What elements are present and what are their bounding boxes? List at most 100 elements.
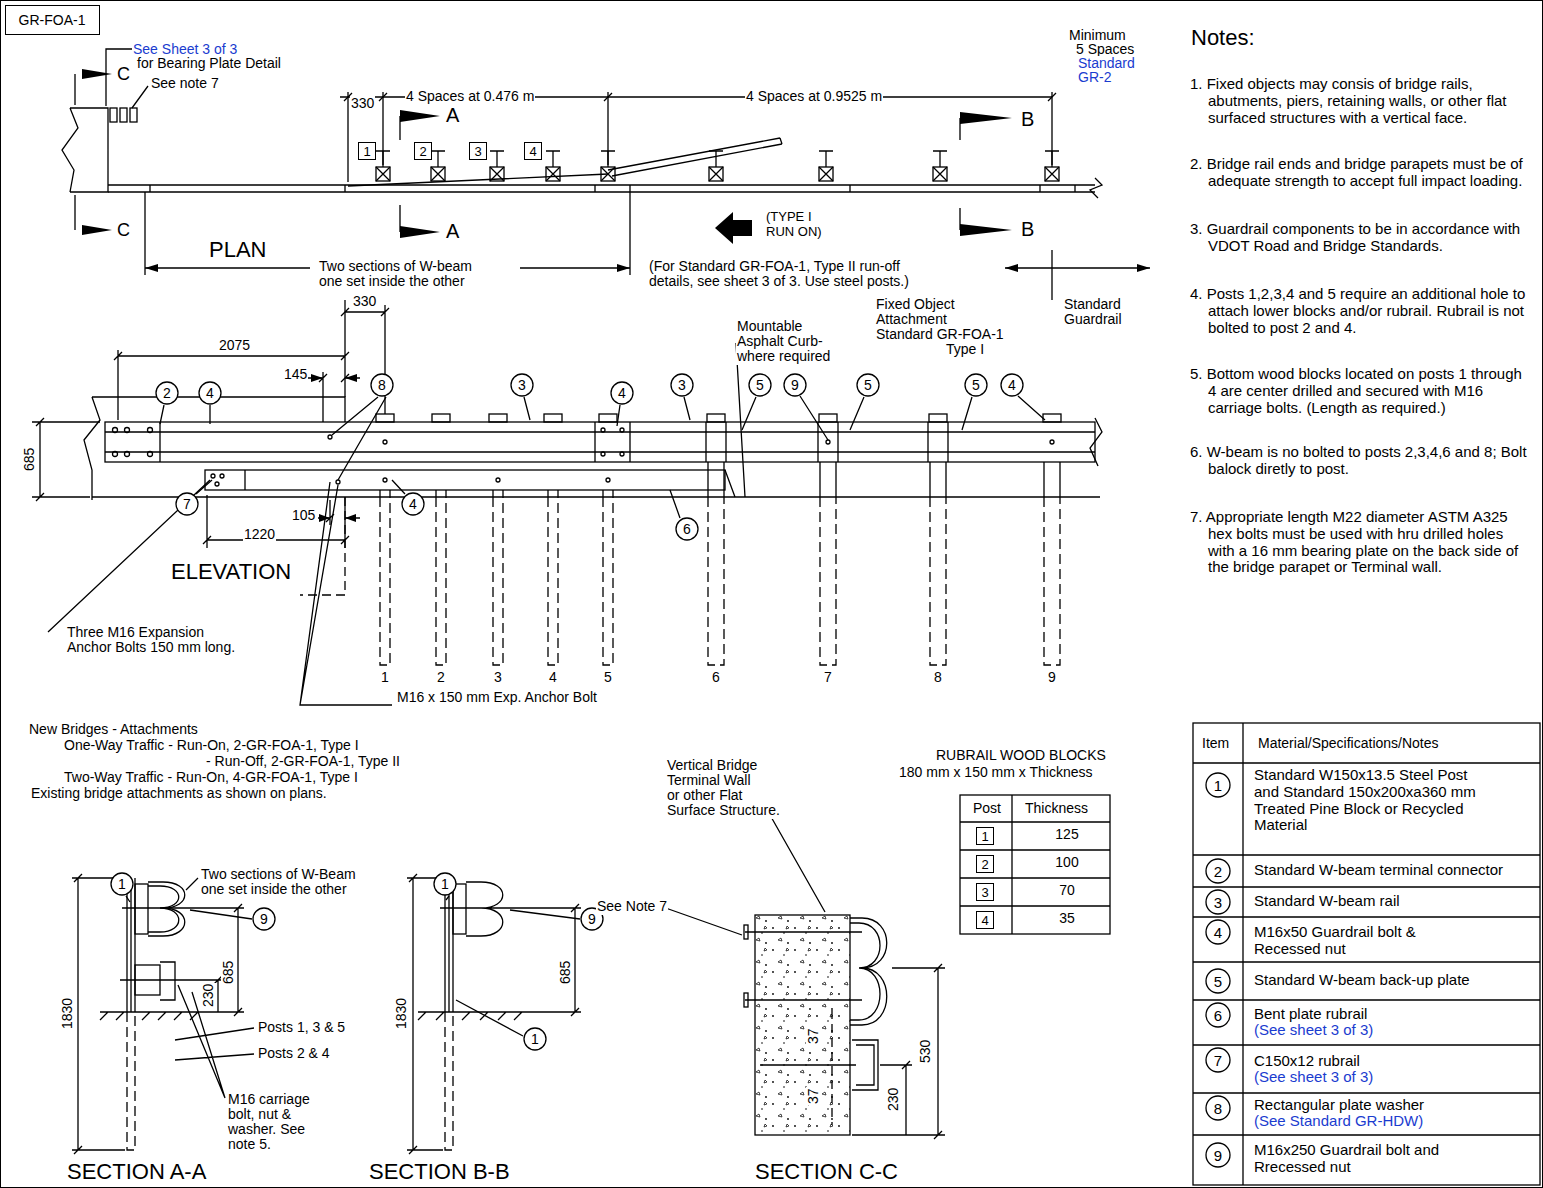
drawing-label: Thickness <box>1024 801 1089 817</box>
callout-number: 1 <box>1214 778 1222 793</box>
drawing-label: 2075 <box>218 338 251 354</box>
callout-circle: 5 <box>964 373 988 397</box>
drawing-label: 4 <box>548 670 558 686</box>
drawing-label: Asphalt Curb- <box>736 334 824 350</box>
drawing-label: Material/Specifications/Notes <box>1257 736 1440 752</box>
drawing-label: New Bridges - Attachments <box>28 722 199 738</box>
callout-circle: 9 <box>252 907 276 931</box>
note-text: 3. Guardrail components to be in accorda… <box>1190 221 1530 255</box>
note-text: 2. Bridge rail ends and bridge parapets … <box>1190 156 1530 190</box>
drawing-label: Two-Way Traffic - Run-On, 4-GR-FOA-1, Ty… <box>63 770 359 786</box>
drawing-label: Existing bridge attachments as shown on … <box>30 786 328 802</box>
drawing-label: RUBRAIL WOOD BLOCKS <box>935 748 1107 764</box>
callout-circle: 8 <box>370 373 394 397</box>
drawing-label: Standard W-beam terminal connector <box>1253 862 1504 879</box>
drawing-label: 2 <box>436 670 446 686</box>
drawing-label: GR-2 <box>1077 70 1112 86</box>
callout-number: 1 <box>363 145 370 158</box>
callout-number: 3 <box>1214 895 1222 910</box>
callout-number: 1 <box>981 830 988 843</box>
callout-circle: 2 <box>155 381 179 405</box>
drawing-label: Guardrail <box>1063 312 1123 328</box>
note-text: 4. Posts 1,2,3,4 and 5 require an additi… <box>1190 286 1530 336</box>
drawing-label: Notes: <box>1190 26 1256 51</box>
drawing-label: SECTION B-B <box>368 1160 511 1185</box>
callout-number: 8 <box>1214 1101 1222 1116</box>
callout-circle: 5 <box>856 373 880 397</box>
drawing-label: See Note 7 <box>596 899 668 915</box>
number-box: 1 <box>976 827 994 845</box>
callout-number: 5 <box>972 378 980 392</box>
callout-number: 9 <box>791 378 799 392</box>
callout-number: 9 <box>588 912 596 926</box>
drawing-label: 7 <box>823 670 833 686</box>
dimension-text: 230 <box>886 1087 902 1112</box>
callout-circle: 1 <box>433 872 457 896</box>
callout-number: 4 <box>618 386 626 400</box>
drawing-label: 100 <box>1054 855 1079 871</box>
drawing-label: Item <box>1201 736 1230 752</box>
drawing-label: A <box>445 220 460 242</box>
drawing-label: SECTION C-C <box>754 1160 899 1185</box>
drawing-label: 330 <box>350 96 375 112</box>
drawing-label: Posts 1, 3 & 5 <box>257 1020 346 1036</box>
drawing-label: (For Standard GR-FOA-1, Type II run-off <box>648 259 901 275</box>
callout-circle: 7 <box>175 492 199 516</box>
callout-number: 1 <box>118 877 126 891</box>
drawing-label: Standard W-beam back-up plate <box>1253 972 1471 989</box>
callout-circle: 6 <box>675 517 699 541</box>
callout-circle: 3 <box>670 373 694 397</box>
drawing-label: SECTION A-A <box>66 1160 207 1185</box>
drawing-label: Fixed Object <box>875 297 956 313</box>
drawing-label: Bent plate rubrail <box>1253 1006 1368 1023</box>
drawing-label: B <box>1020 108 1035 130</box>
callout-circle: 4 <box>1205 919 1231 945</box>
callout-circle: 4 <box>198 381 222 405</box>
drawing-label: Attachment <box>875 312 948 328</box>
callout-number: 6 <box>683 522 691 536</box>
drawing-label: ELEVATION <box>170 560 292 585</box>
drawing-label: 8 <box>933 670 943 686</box>
drawing-label: - Run-Off, 2-GR-FOA-1, Type II <box>205 754 401 770</box>
callout-circle: 4 <box>610 381 634 405</box>
dimension-text: 685 <box>22 447 38 472</box>
drawing-label: (TYPE I <box>765 210 813 225</box>
drawing-label: Posts 2 & 4 <box>257 1046 331 1062</box>
drawing-label: or other Flat <box>666 788 743 804</box>
callout-circle: 1 <box>110 872 134 896</box>
drawing-label: 3 <box>493 670 503 686</box>
note-text: 7. Appropriate length M22 diameter ASTM … <box>1190 509 1530 576</box>
drawing-label: PLAN <box>208 238 267 263</box>
callout-circle: 8 <box>1205 1095 1231 1121</box>
drawing-label: 1 <box>380 670 390 686</box>
callout-number: 4 <box>409 497 417 511</box>
dimension-text: 37 <box>806 1027 822 1045</box>
drawing-label: A <box>445 104 460 126</box>
callout-number: 1 <box>441 877 449 891</box>
drawing-label: washer. See <box>227 1122 306 1138</box>
drawing-label: one set inside the other <box>318 274 466 290</box>
drawing-label: 4 Spaces at 0.9525 m <box>745 89 883 105</box>
drawing-label: Three M16 Expansion <box>66 625 205 641</box>
callout-number: 4 <box>206 386 214 400</box>
callout-number: 4 <box>1214 925 1222 940</box>
drawing-label: 180 mm x 150 mm x Thickness <box>898 765 1093 781</box>
drawing-label: Surface Structure. <box>666 803 781 819</box>
drawing-label: 1220 <box>243 527 276 543</box>
drawing-label: 5 <box>603 670 613 686</box>
drawing-label: M16 x 150 mm Exp. Anchor Bolt <box>396 690 598 706</box>
drawing-label: See note 7 <box>150 76 220 92</box>
callout-number: 3 <box>678 378 686 392</box>
callout-circle: 3 <box>1205 889 1231 915</box>
number-box: 3 <box>469 142 487 160</box>
drawing-label: 6 <box>711 670 721 686</box>
drawing-label: Standard W-beam rail <box>1253 893 1401 910</box>
drawing-label: Standard <box>1063 297 1122 313</box>
callout-number: GR-FOA-1 <box>19 13 86 27</box>
callout-circle: 1 <box>523 1027 547 1051</box>
drawing-label: C <box>116 64 131 84</box>
callout-number: 5 <box>864 378 872 392</box>
callout-circle: 1 <box>1205 772 1231 798</box>
drawing-label: Vertical Bridge <box>666 758 758 774</box>
